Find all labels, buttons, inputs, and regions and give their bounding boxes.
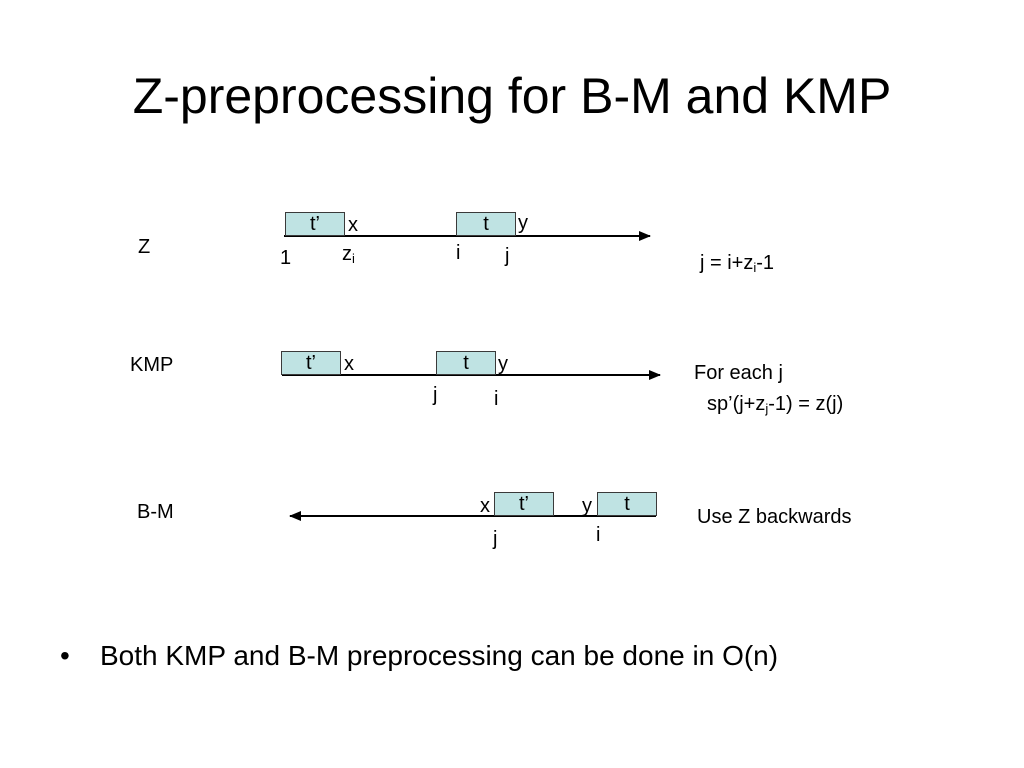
kmp-i-label: i <box>494 388 499 410</box>
row-label-bm: B-M <box>137 501 174 523</box>
kmp-note-line2: sp’(j+zj-1) = z(j) <box>707 393 843 415</box>
z-note-post: -1 <box>756 252 775 274</box>
z-x-label: x <box>348 214 358 236</box>
kmp-y-label: y <box>498 353 508 375</box>
z-zi-base: z <box>342 243 352 265</box>
kmp-box-t: t <box>436 351 496 375</box>
z-i-label: i <box>456 242 461 264</box>
bm-x-label: x <box>480 495 490 517</box>
bm-box-t: t <box>597 492 657 516</box>
kmp-j-label: j <box>433 384 438 406</box>
bm-note: Use Z backwards <box>697 506 852 528</box>
z-box-t: t <box>456 212 516 236</box>
kmp-note-sub: j <box>765 401 769 416</box>
row-label-kmp: KMP <box>130 354 174 376</box>
z-note-sub: i <box>753 260 757 275</box>
bm-i-label: i <box>596 524 601 546</box>
slide-title: Z-preprocessing for B-M and KMP <box>132 68 892 124</box>
kmp-x-label: x <box>344 353 354 375</box>
kmp-box-t-prime: t’ <box>281 351 341 375</box>
z-zi-sub: i <box>352 251 355 266</box>
row-label-z: Z <box>138 236 151 258</box>
bm-j-label: j <box>493 528 498 550</box>
z-note-pre: j = i+z <box>700 252 754 274</box>
z-note: j = i+zi-1 <box>700 252 774 274</box>
bullet-symbol: • <box>60 640 70 671</box>
kmp-note-line1: For each j <box>694 362 783 384</box>
bullet-text: Both KMP and B-M preprocessing can be do… <box>100 640 779 671</box>
bm-box-t-prime: t’ <box>494 492 554 516</box>
kmp-note-post: -1) = z(j) <box>768 393 844 415</box>
bullet-item: • Both KMP and B-M preprocessing can be d… <box>60 638 778 674</box>
kmp-note-pre: sp’(j+z <box>707 393 766 415</box>
z-y-label: y <box>518 212 528 234</box>
z-zi-label: zi <box>342 243 355 265</box>
z-box-t-prime: t’ <box>285 212 345 236</box>
z-j-label: j <box>505 245 510 267</box>
z-start-label: 1 <box>280 247 292 269</box>
bm-y-label: y <box>582 495 592 517</box>
